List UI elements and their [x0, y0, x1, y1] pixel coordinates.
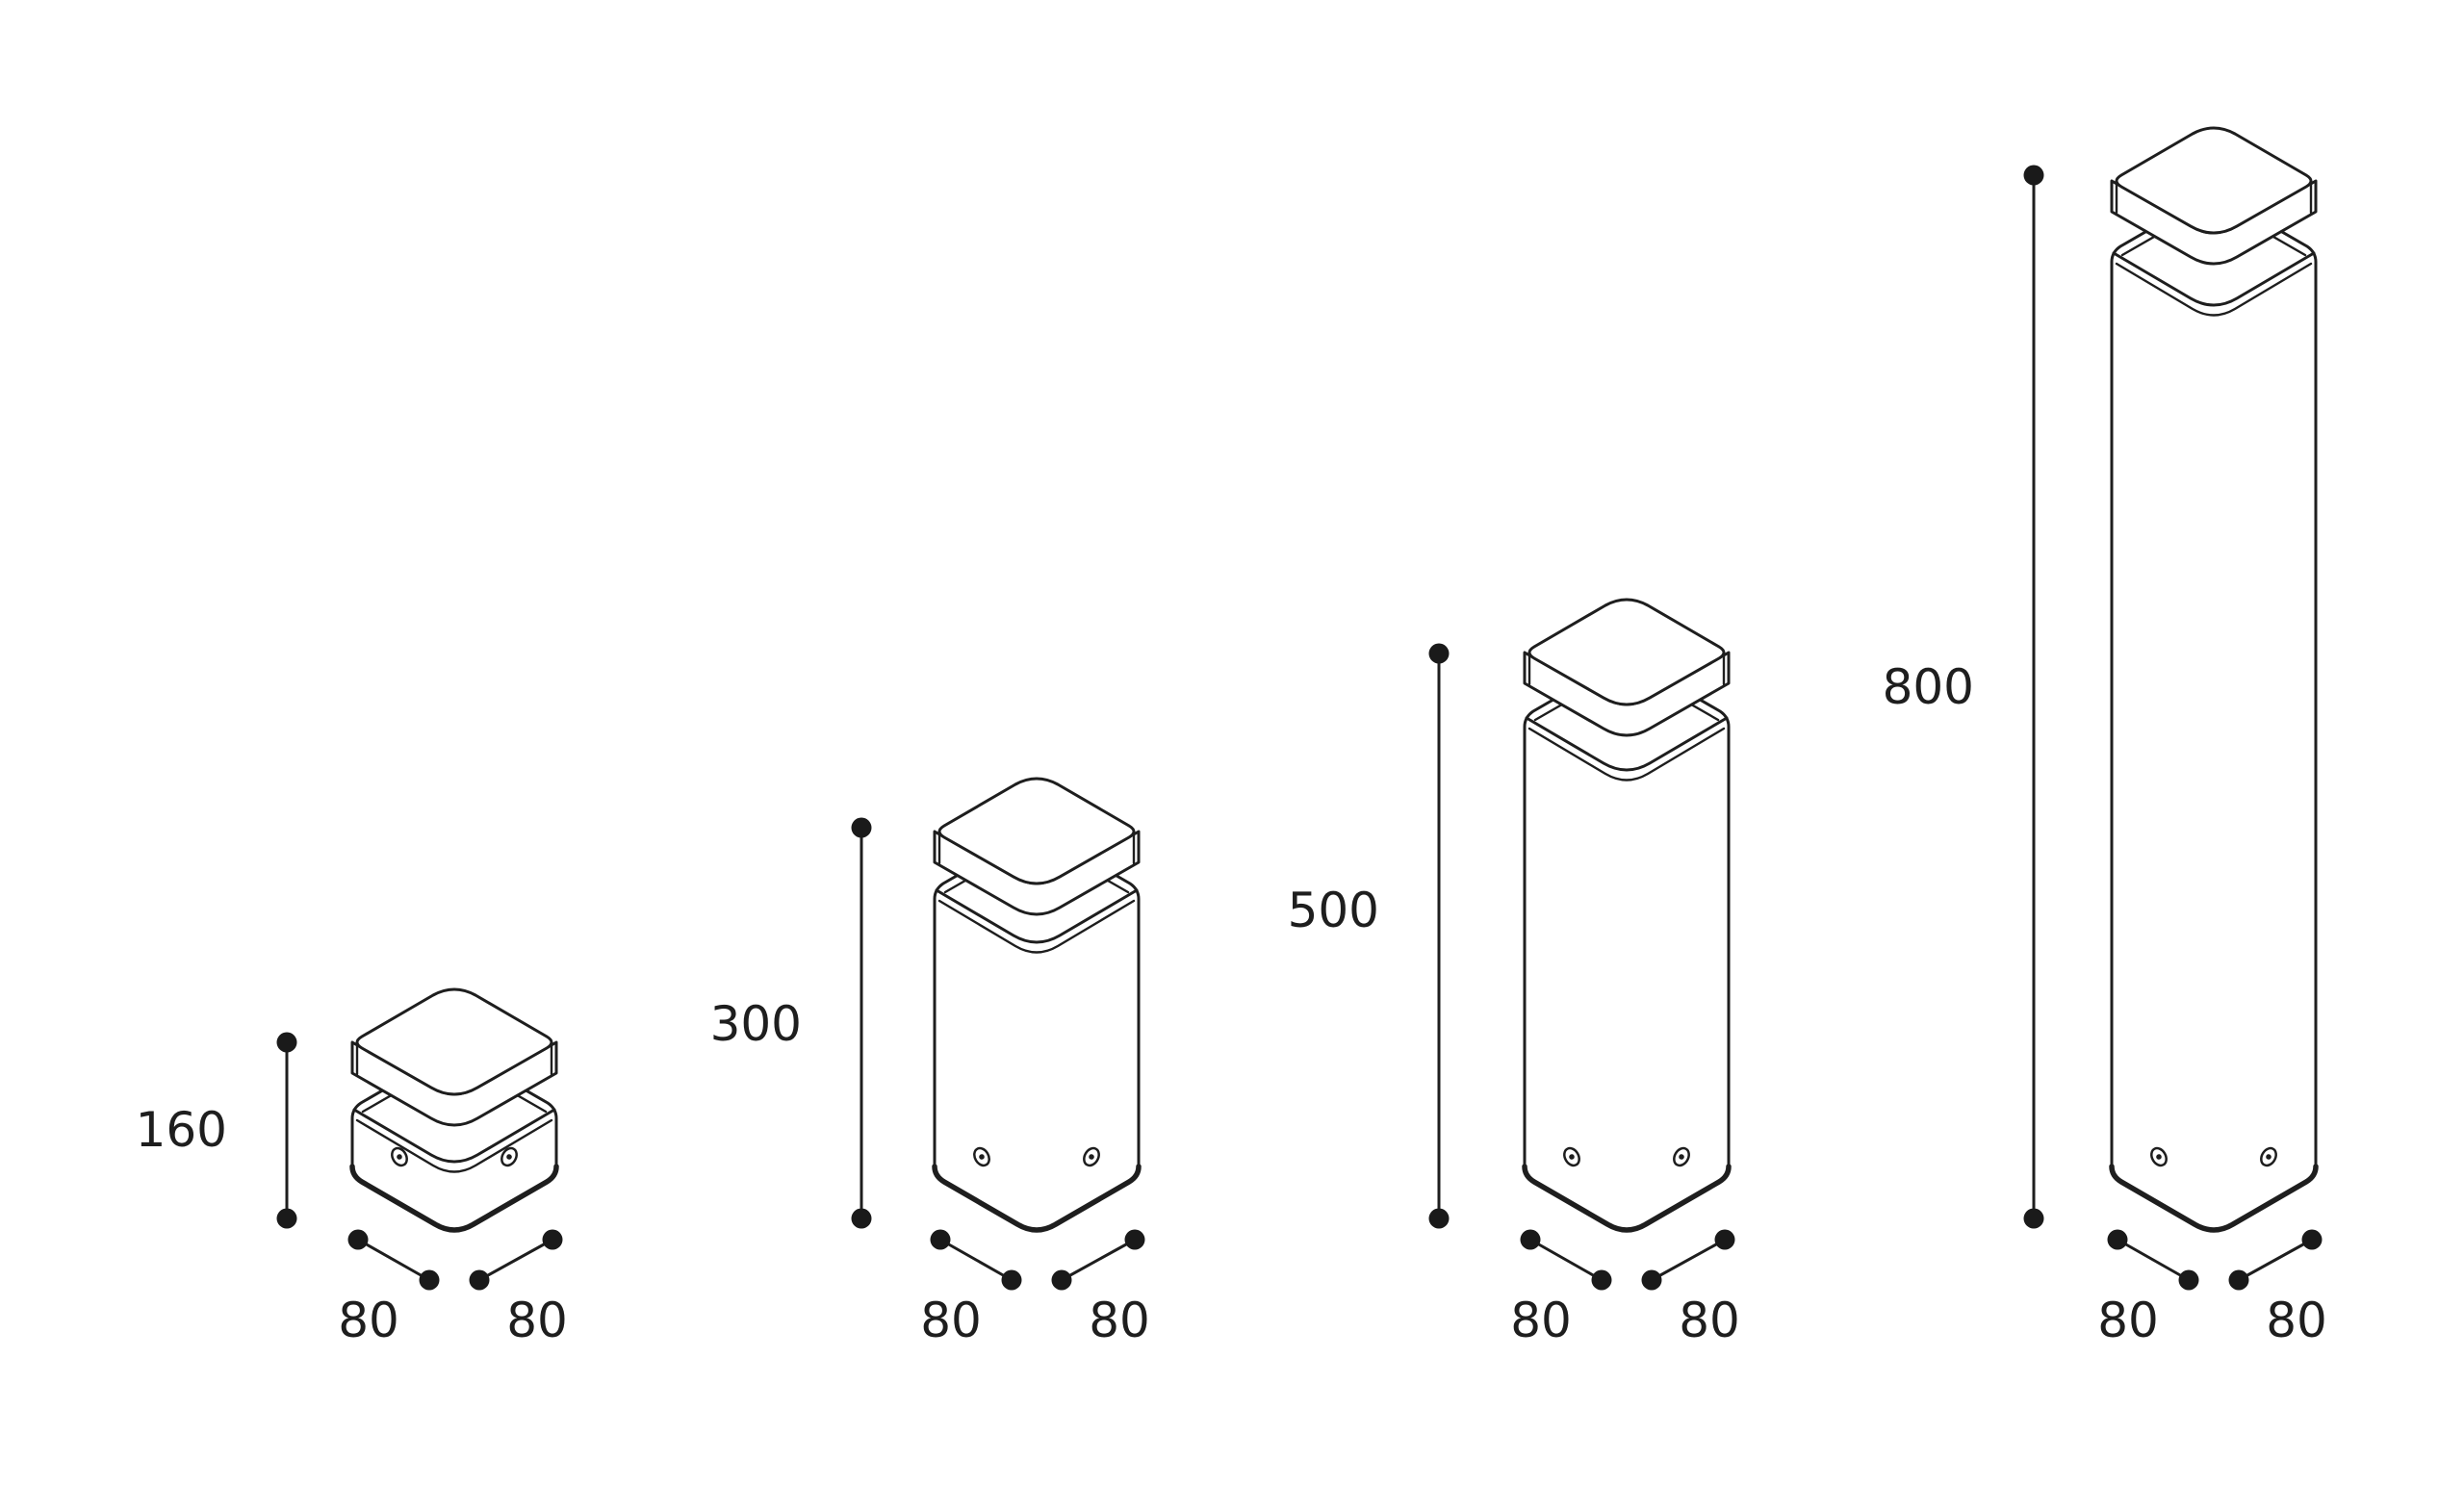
- dim-endpoint-dot: [1428, 1208, 1450, 1229]
- dim-endpoint-dot: [1428, 643, 1450, 664]
- body-rim-lip-line: [937, 899, 1136, 954]
- body-rim-lip-line: [1527, 727, 1726, 781]
- body-bottom-edge: [2109, 1164, 2319, 1233]
- base-width-label-left: 80: [920, 1293, 982, 1348]
- height-label: 800: [1883, 659, 1974, 715]
- screw-left: [2150, 1146, 2168, 1167]
- base-dimensions-800: 80 80: [2097, 1229, 2327, 1348]
- base-dimensions-160: 80 80: [338, 1229, 568, 1348]
- drawing-root: 160 80 80 300 80 80 500 80 80 800 80 80: [136, 126, 2327, 1348]
- dim-endpoint-dot: [276, 1032, 297, 1053]
- height-label: 300: [710, 996, 802, 1052]
- body-rim-front-edge: [935, 888, 1139, 944]
- dim-endpoint-dot: [1001, 1269, 1022, 1291]
- base-width-label-right: 80: [506, 1293, 568, 1348]
- base-width-label-left: 80: [338, 1293, 399, 1348]
- dim-endpoint-dot: [2178, 1269, 2199, 1291]
- body-rim-front-edge: [1525, 716, 1729, 772]
- base-dim-line-right: [1651, 1238, 1726, 1282]
- dim-endpoint-dot: [2228, 1269, 2249, 1291]
- height-dimension-500: 500: [1288, 643, 1450, 1229]
- base-width-label-right: 80: [2266, 1293, 2327, 1348]
- height-label: 160: [136, 1102, 227, 1158]
- dim-endpoint-dot: [419, 1269, 440, 1291]
- dim-endpoint-dot: [2023, 1208, 2044, 1229]
- body-bottom-edge: [932, 1164, 1142, 1233]
- screw-left: [391, 1146, 408, 1167]
- height-dimension-800: 800: [1883, 165, 2044, 1229]
- base-width-label-left: 80: [2097, 1293, 2159, 1348]
- dim-endpoint-dot: [2301, 1229, 2323, 1250]
- screw-left: [973, 1146, 990, 1167]
- base-dim-line-left: [357, 1238, 430, 1282]
- dim-endpoint-dot: [1520, 1229, 1541, 1250]
- base-dimensions-300: 80 80: [920, 1229, 1150, 1348]
- height-dimension-160: 160: [136, 1032, 297, 1229]
- bollard-800: [2109, 126, 2319, 1233]
- body-bottom-edge: [349, 1164, 559, 1233]
- dim-endpoint-dot: [2107, 1229, 2128, 1250]
- body-bottom-edge: [1522, 1164, 1732, 1233]
- bollard-160: [349, 987, 559, 1233]
- base-width-label-left: 80: [1510, 1293, 1572, 1348]
- base-dim-line-right: [1061, 1238, 1136, 1282]
- bollard-500: [1522, 598, 1732, 1233]
- dim-endpoint-dot: [851, 817, 872, 838]
- body-rim-lip-line: [355, 1118, 553, 1173]
- dim-endpoint-dot: [1714, 1229, 1735, 1250]
- dim-endpoint-dot: [1641, 1269, 1662, 1291]
- dim-endpoint-dot: [930, 1229, 951, 1250]
- dim-endpoint-dot: [1124, 1229, 1145, 1250]
- screw-right: [500, 1146, 518, 1167]
- height-label: 500: [1288, 883, 1379, 938]
- body-rim-lip-line: [2115, 262, 2313, 317]
- dim-endpoint-dot: [469, 1269, 490, 1291]
- base-dim-line-right: [2238, 1238, 2313, 1282]
- screw-right: [1083, 1146, 1100, 1167]
- bollard-body: [2110, 194, 2318, 1232]
- base-dim-line-left: [939, 1238, 1013, 1282]
- base-dim-line-right: [478, 1238, 553, 1282]
- screw-right: [1673, 1146, 1690, 1167]
- base-dim-line-left: [1529, 1238, 1603, 1282]
- dim-endpoint-dot: [276, 1208, 297, 1229]
- base-width-label-right: 80: [1089, 1293, 1150, 1348]
- bollard-body: [1523, 659, 1731, 1232]
- dim-endpoint-dot: [347, 1229, 369, 1250]
- height-dimension-300: 300: [710, 817, 872, 1229]
- base-dimensions-500: 80 80: [1510, 1229, 1740, 1348]
- screw-right: [2260, 1146, 2277, 1167]
- base-dim-line-left: [2117, 1238, 2190, 1282]
- base-width-label-right: 80: [1679, 1293, 1740, 1348]
- dim-endpoint-dot: [1591, 1269, 1612, 1291]
- bollard-300: [932, 777, 1142, 1233]
- dim-endpoint-dot: [1051, 1269, 1072, 1291]
- dim-endpoint-dot: [851, 1208, 872, 1229]
- dim-endpoint-dot: [542, 1229, 563, 1250]
- body-rim-front-edge: [352, 1108, 556, 1164]
- dim-endpoint-dot: [2023, 165, 2044, 186]
- body-rim-front-edge: [2112, 251, 2316, 307]
- screw-left: [1563, 1146, 1580, 1167]
